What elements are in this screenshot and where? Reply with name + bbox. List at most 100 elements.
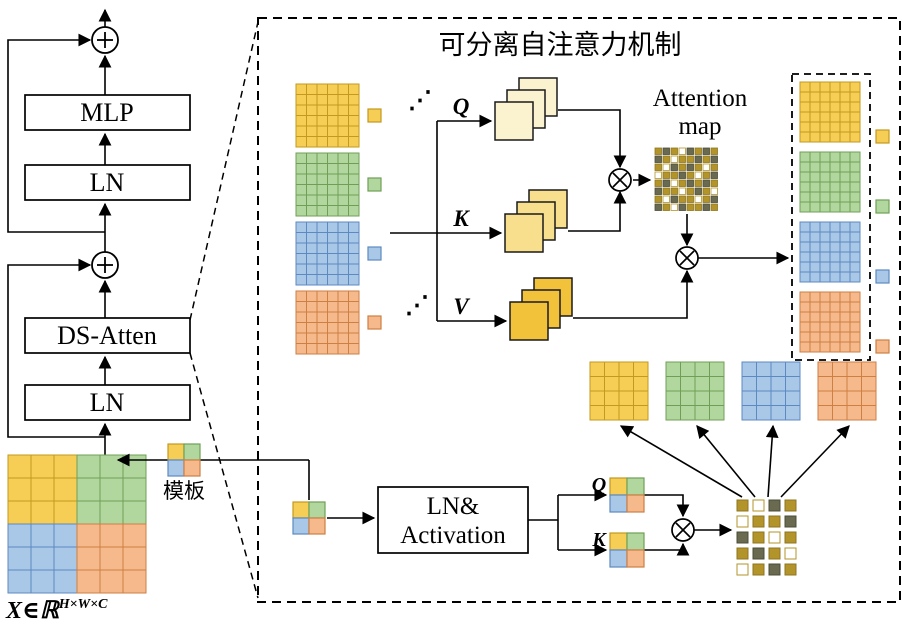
grid-cell — [295, 173, 307, 185]
grid-cell — [306, 104, 318, 116]
token-square-yellow — [367, 108, 382, 123]
grid-cell — [710, 171, 718, 179]
grid-cell — [832, 390, 848, 406]
grid-cell — [809, 251, 821, 263]
grid-cell — [295, 301, 307, 313]
grid-cell — [768, 499, 781, 512]
grid-cell — [809, 121, 821, 133]
grid-cell — [710, 179, 718, 187]
grid-cell — [30, 569, 55, 594]
grid-cell — [799, 271, 811, 283]
grid-cell — [327, 83, 339, 95]
grid-cell — [849, 101, 861, 113]
grid-cell — [609, 477, 628, 496]
grid-cell — [839, 91, 851, 103]
grid-cell — [678, 179, 686, 187]
grid-cell — [348, 274, 360, 286]
grid-cell — [846, 390, 862, 406]
grid-cell — [348, 205, 360, 217]
grid-cell — [670, 171, 678, 179]
grid-cell — [306, 322, 318, 334]
grid-cell — [348, 253, 360, 265]
grid-cell — [849, 91, 861, 103]
grid-cell — [770, 361, 786, 377]
grid-cell — [604, 376, 620, 392]
grid-cell — [662, 147, 670, 155]
grid-cell — [295, 152, 307, 164]
grid-cell — [829, 201, 841, 213]
grid-cell — [306, 253, 318, 265]
grid-cell — [819, 331, 831, 343]
grid-cell — [809, 301, 821, 313]
grid-cell — [809, 311, 821, 323]
grid-cell — [670, 195, 678, 203]
grid-cell — [686, 187, 694, 195]
token-square-green — [367, 177, 382, 192]
grid-cell — [710, 155, 718, 163]
grid-cell — [710, 203, 718, 211]
grid-cell — [589, 390, 605, 406]
grid-cell — [633, 361, 649, 377]
grid-cell — [686, 195, 694, 203]
grid-cell — [694, 171, 702, 179]
grid-cell — [752, 547, 765, 560]
grid-cell — [875, 269, 890, 284]
grid-cell — [702, 155, 710, 163]
grid-cell — [76, 546, 101, 571]
grid-cell — [694, 361, 710, 377]
grid-cell — [670, 203, 678, 211]
ln-activation-box — [377, 486, 529, 554]
grid-cell — [849, 241, 861, 253]
grid-cell — [348, 232, 360, 244]
grid-cell — [809, 291, 821, 303]
grid-cell — [799, 191, 811, 203]
grid-cell — [306, 274, 318, 286]
grid-cell — [829, 221, 841, 233]
grid-cell — [829, 231, 841, 243]
grid-cell — [768, 563, 781, 576]
grid-cell — [819, 111, 831, 123]
grid-cell — [736, 563, 749, 576]
grid-cell — [306, 125, 318, 137]
grid-cell — [678, 171, 686, 179]
grid-cell — [839, 171, 851, 183]
grid-cell — [710, 147, 718, 155]
grid-cell — [337, 311, 349, 323]
grid-cell — [337, 322, 349, 334]
grid-cell — [784, 547, 797, 560]
grid-cell — [678, 147, 686, 155]
grid-cell — [337, 194, 349, 206]
grid-cell — [702, 179, 710, 187]
grid-cell — [348, 152, 360, 164]
grid-cell — [849, 191, 861, 203]
grid-cell — [316, 104, 328, 116]
ds-atten-box — [24, 317, 191, 354]
grid-cell — [799, 301, 811, 313]
k-label: K — [452, 206, 470, 231]
grid-cell — [694, 376, 710, 392]
grid-cell — [785, 390, 801, 406]
result-grid-blue — [741, 361, 801, 421]
grid-cell — [295, 232, 307, 244]
multiply-circle-3 — [671, 518, 695, 542]
grid-cell — [839, 311, 851, 323]
grid-cell — [662, 195, 670, 203]
grid-cell — [849, 161, 861, 173]
grid-cell — [306, 194, 318, 206]
grid-cell — [337, 205, 349, 217]
ln-bottom-box — [24, 384, 191, 421]
grid-cell — [875, 339, 890, 354]
ellipsis-top: ⋰ — [408, 88, 432, 114]
grid-cell — [53, 477, 78, 502]
grid-cell — [327, 136, 339, 148]
grid-cell — [327, 125, 339, 137]
grid-cell — [819, 271, 831, 283]
v-label: V — [453, 294, 470, 319]
grid-cell — [30, 454, 55, 479]
grid-cell — [306, 205, 318, 217]
grid-cell — [626, 549, 645, 568]
grid-cell — [819, 251, 831, 263]
grid-cell — [809, 131, 821, 143]
grid-cell — [839, 291, 851, 303]
grid-cell — [654, 187, 662, 195]
